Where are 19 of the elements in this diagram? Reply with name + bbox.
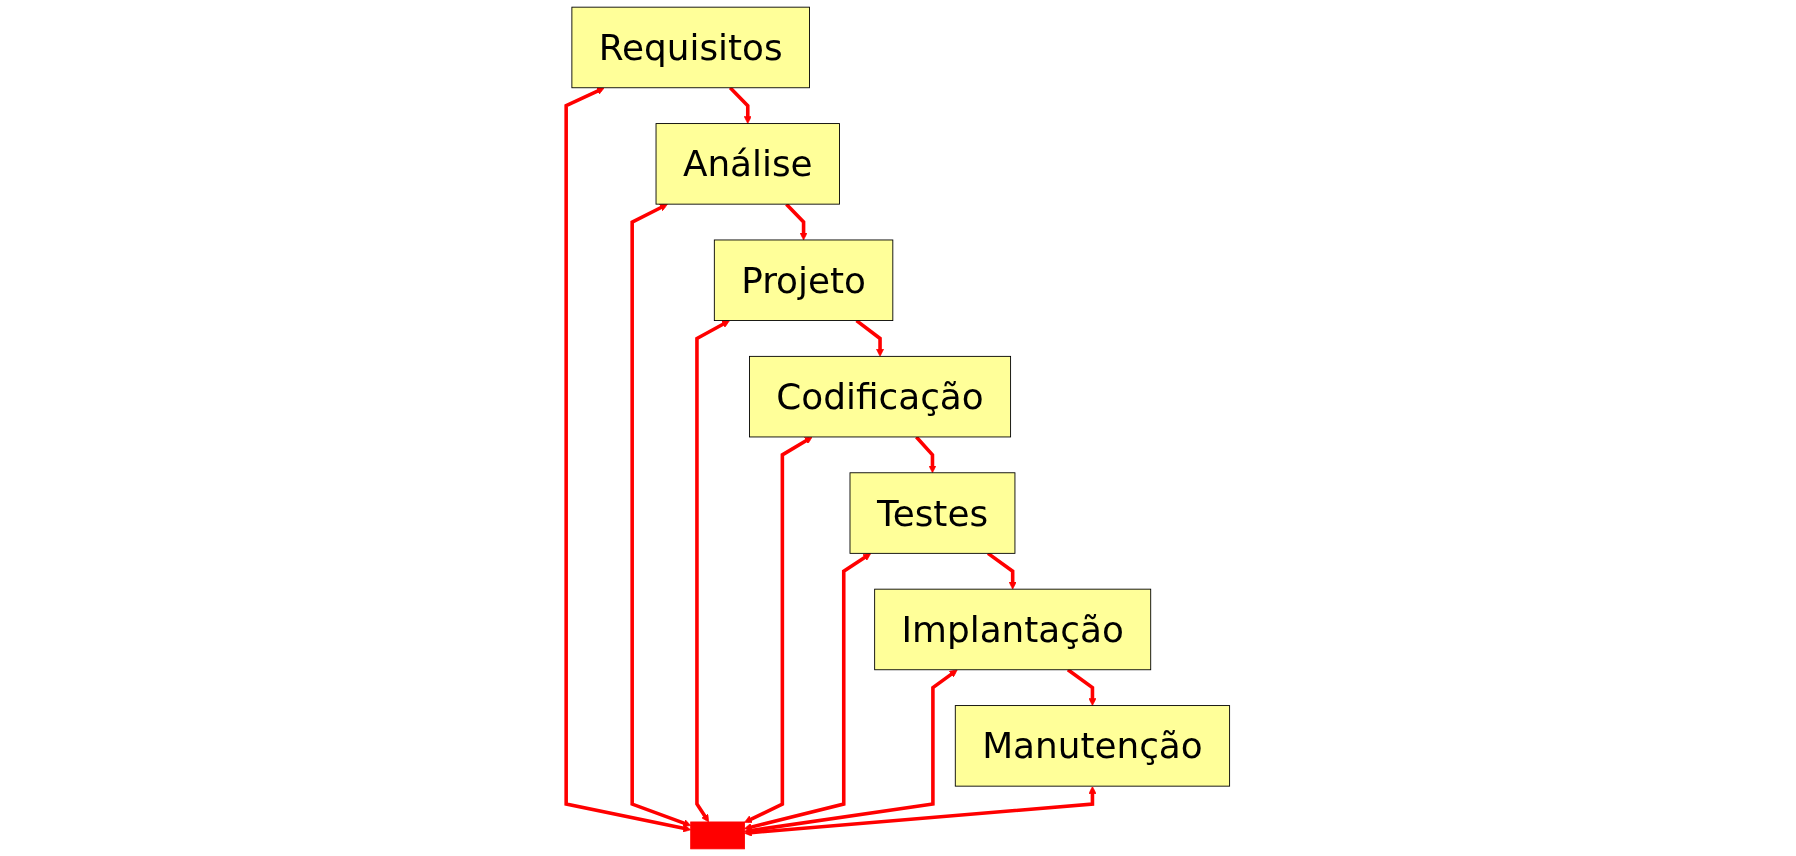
arrow xyxy=(744,436,813,823)
arrow xyxy=(744,786,1097,837)
arrow xyxy=(729,86,752,124)
arrow xyxy=(1066,668,1097,706)
arrow xyxy=(695,320,730,823)
node-box: Projeto xyxy=(714,239,894,321)
node-box: Implantação xyxy=(874,588,1152,671)
arrow xyxy=(564,87,692,833)
arrow xyxy=(630,203,692,827)
arrow xyxy=(744,553,872,831)
arrow xyxy=(744,669,958,835)
node-bar xyxy=(690,821,745,850)
arrow xyxy=(855,319,885,357)
arrow xyxy=(915,435,937,474)
node-box: Manutenção xyxy=(954,705,1231,787)
node-box: Testes xyxy=(849,472,1016,554)
node-box: Codificação xyxy=(749,355,1012,438)
node-box: Análise xyxy=(655,123,841,205)
node-box: Requisitos xyxy=(571,6,811,89)
